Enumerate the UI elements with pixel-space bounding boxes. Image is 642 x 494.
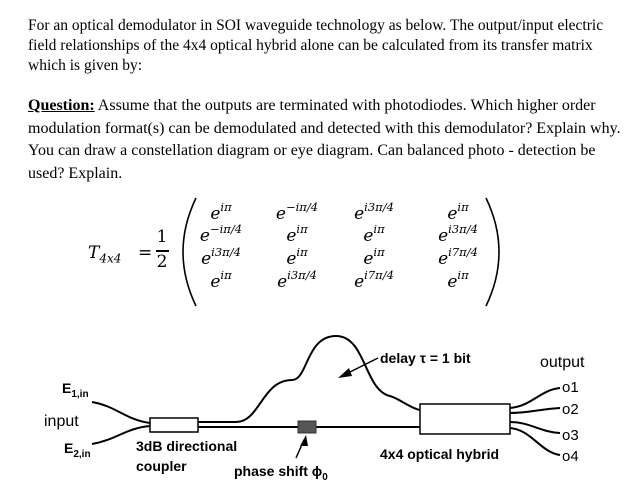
matrix-cell-exponent: i3π/4 [448, 222, 478, 236]
output-waveguide-4 [509, 427, 561, 456]
matrix-cell-base: e [438, 226, 449, 246]
matrix-cell: eiπ [447, 268, 468, 292]
matrix-cell-exponent: i7π/4 [364, 268, 394, 282]
matrix-cell-base: e [277, 272, 288, 292]
matrix-cell: ei3π/4 [354, 200, 394, 224]
matrix-cell-base: e [354, 272, 365, 292]
matrix-cell-exponent: iπ [457, 268, 469, 282]
input-waveguide-1 [91, 401, 151, 424]
matrix-cell-base: e [286, 249, 297, 269]
e1-input-label: E1,in [62, 380, 89, 400]
matrix-cell-exponent: i3π/4 [287, 268, 317, 282]
phase-shift-subscript: 0 [322, 471, 328, 483]
matrix-cell: eiπ [447, 200, 468, 224]
right-parenthesis [485, 197, 500, 307]
coupler-upper-arm [198, 379, 293, 423]
directional-coupler-box [149, 417, 199, 433]
matrix-symbol: T4x4 [88, 243, 121, 265]
matrix-cell-exponent: iπ [296, 222, 308, 236]
output-o4-label: o4 [562, 448, 579, 465]
question-label: Question: [28, 97, 95, 114]
matrix-cell-exponent: iπ [373, 222, 385, 236]
matrix-cell: eiπ [286, 222, 307, 246]
fraction-denominator: 2 [156, 252, 168, 272]
question-paragraph: Question: Assume that the outputs are te… [28, 95, 628, 185]
matrix-cell: ei7π/4 [354, 268, 394, 292]
matrix-cell: eiπ [363, 245, 384, 269]
matrix-cell-base: e [354, 204, 365, 224]
matrix-cell-exponent: iπ [296, 245, 308, 259]
matrix-cell-base: e [363, 226, 374, 246]
matrix-cell: e−iπ/4 [276, 200, 318, 224]
matrix-cell-exponent: i3π/4 [364, 200, 394, 214]
coupler-label-line2: coupler [136, 458, 187, 474]
optical-hybrid-box [419, 403, 511, 435]
output-waveguide-2 [509, 407, 561, 414]
matrix-cell-base: e [201, 249, 212, 269]
delay-arrow-head [338, 368, 352, 378]
matrix-cell: ei3π/4 [438, 222, 478, 246]
e2-letter: E [64, 440, 74, 456]
matrix-cell-exponent: iπ [220, 268, 232, 282]
fraction-bar [156, 250, 169, 252]
intro-paragraph: For an optical demodulator in SOI wavegu… [28, 17, 604, 74]
output-waveguide-3 [509, 421, 561, 434]
coupler-label-line1: 3dB directional [136, 438, 238, 454]
matrix-cell: ei3π/4 [201, 245, 241, 269]
matrix-cell-exponent: iπ [220, 200, 232, 214]
matrix-cell: e−iπ/4 [200, 222, 242, 246]
phase-shift-text: phase shift ϕ [234, 463, 323, 479]
matrix-cell-base: e [199, 226, 210, 246]
matrix-cell-exponent: −iπ/4 [285, 200, 319, 214]
matrix-cell-exponent: i3π/4 [211, 245, 241, 259]
e1-subscript: 1,in [71, 388, 89, 400]
output-o2-label: o2 [562, 401, 579, 418]
fraction-numerator: 1 [156, 227, 168, 247]
matrix-cell-base: e [438, 249, 449, 269]
matrix-cell-exponent: −iπ/4 [209, 222, 243, 236]
matrix-cell: ei3π/4 [277, 268, 317, 292]
phase-shifter [297, 420, 317, 434]
matrix-cell-base: e [286, 226, 297, 246]
matrix-cell-base: e [210, 204, 221, 224]
matrix-cell-base: e [210, 272, 221, 292]
matrix-cell-base: e [275, 204, 286, 224]
e1-letter: E [62, 380, 72, 396]
matrix-cell: eiπ [286, 245, 307, 269]
output-label: output [540, 354, 585, 371]
e2-input-label: E2,in [64, 440, 91, 460]
matrix-symbol-letter: T [88, 243, 100, 263]
matrix-cell-base: e [447, 272, 458, 292]
input-label: input [44, 413, 79, 430]
question-text: Assume that the outputs are terminated w… [28, 97, 621, 182]
input-waveguide-2 [91, 425, 151, 445]
left-parenthesis [182, 197, 197, 307]
phase-arrow-head [300, 435, 308, 446]
matrix-cell-exponent: i7π/4 [448, 245, 478, 259]
phase-shift-label: phase shift ϕ0 [234, 463, 328, 483]
hybrid-label: 4x4 optical hybrid [380, 446, 500, 462]
matrix-cell-base: e [363, 249, 374, 269]
equals-sign: = [138, 243, 153, 263]
output-o3-label: o3 [562, 427, 579, 444]
e2-subscript: 2,in [73, 448, 91, 460]
matrix-cell-exponent: iπ [457, 200, 469, 214]
matrix-cell: eiπ [363, 222, 384, 246]
matrix-cell: eiπ [210, 268, 231, 292]
matrix-cell: ei7π/4 [438, 245, 478, 269]
matrix-subscript: 4x4 [99, 251, 122, 266]
output-o1-label: o1 [562, 379, 579, 396]
matrix-cell: eiπ [210, 200, 231, 224]
output-waveguide-1 [509, 387, 561, 409]
delay-label: delay τ = 1 bit [380, 350, 471, 366]
delay-loop [291, 334, 421, 411]
matrix-cell-base: e [447, 204, 458, 224]
matrix-cell-exponent: iπ [373, 245, 385, 259]
